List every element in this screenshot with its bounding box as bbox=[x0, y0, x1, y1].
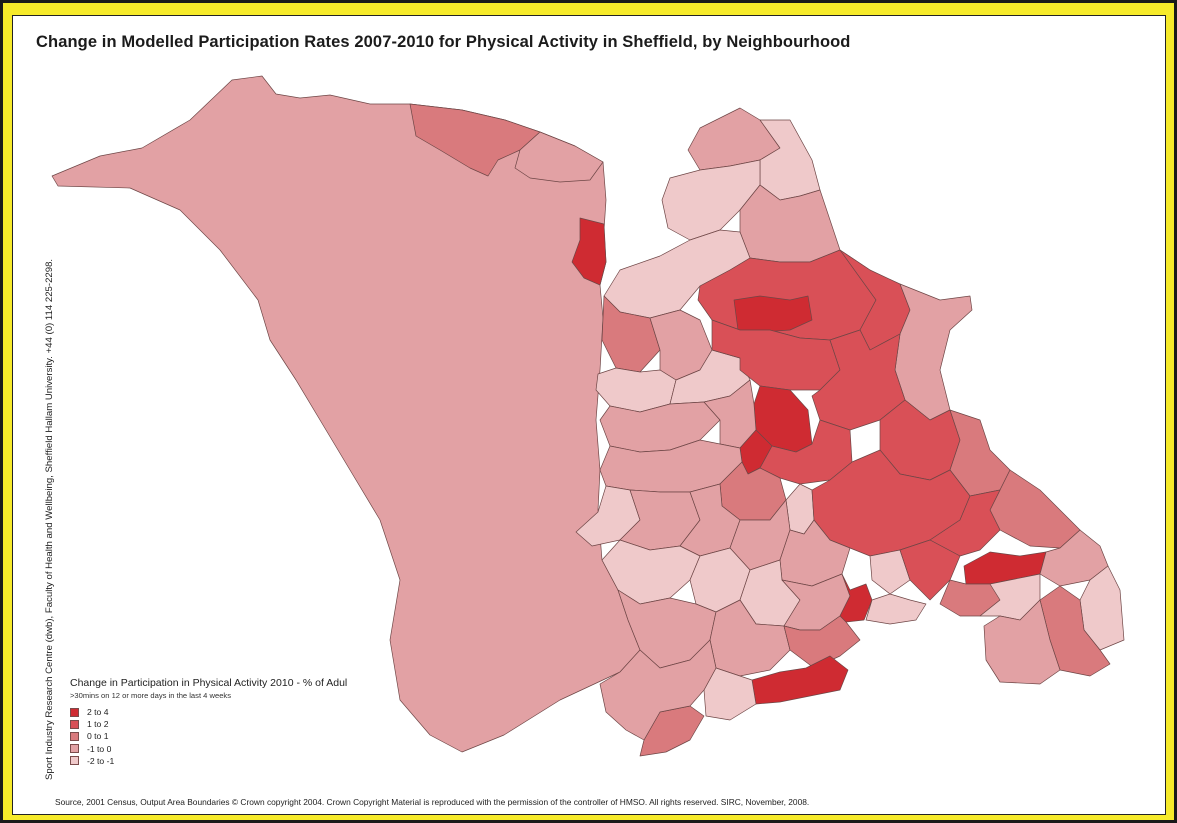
legend-swatch-0-to-1 bbox=[70, 731, 79, 741]
side-credit: Sport Industry Research Centre (dwb), Fa… bbox=[44, 258, 55, 780]
legend-label-1-to-2: 1 to 2 bbox=[87, 719, 109, 730]
legend-class-2-to-4: 2 to 4 bbox=[70, 706, 347, 718]
legend-label-minus2-to-minus1: -2 to -1 bbox=[87, 755, 115, 766]
legend-swatch-minus1-to-0 bbox=[70, 744, 79, 754]
legend-label-2-to-4: 2 to 4 bbox=[87, 707, 109, 718]
neighbourhood-ne-2[interactable] bbox=[759, 119, 821, 201]
legend-class-minus2-to-minus1: -2 to -1 bbox=[70, 755, 347, 767]
legend-title: Change in Participation in Physical Acti… bbox=[70, 677, 348, 689]
legend-class-minus1-to-0: -1 to 0 bbox=[70, 743, 347, 755]
neighbourhood-far-east-4[interactable] bbox=[983, 599, 1061, 685]
neighbourhood-s-12[interactable] bbox=[783, 615, 861, 669]
map-legend: Change in Participation in Physical Acti… bbox=[70, 677, 347, 767]
neighbourhood-wc-1[interactable] bbox=[601, 295, 661, 373]
legend-class-0-to-1: 0 to 1 bbox=[70, 730, 347, 742]
legend-class-list: 2 to 4 1 to 2 0 to 1 -1 to 0 -2 to -1 bbox=[70, 706, 347, 767]
neighbourhood-north-b[interactable] bbox=[514, 131, 604, 183]
legend-label-0-to-1: 0 to 1 bbox=[87, 731, 109, 742]
legend-class-1-to-2: 1 to 2 bbox=[70, 718, 347, 730]
neighbourhood-se-2[interactable] bbox=[929, 489, 1001, 557]
neighbourhood-s-2[interactable] bbox=[869, 549, 911, 595]
legend-label-minus1-to-0: -1 to 0 bbox=[87, 743, 112, 754]
legend-swatch-1-to-2 bbox=[70, 719, 79, 729]
neighbourhood-s-9[interactable] bbox=[865, 593, 927, 625]
legend-swatch-2-to-4 bbox=[70, 707, 79, 717]
source-note: Source, 2001 Census, Output Area Boundar… bbox=[55, 797, 810, 807]
neighbourhood-s-15[interactable] bbox=[599, 639, 717, 741]
neighbourhood-s-13[interactable] bbox=[703, 667, 757, 721]
neighbourhood-beighton[interactable] bbox=[751, 655, 849, 705]
neighbourhood-stocksbridge-strip[interactable] bbox=[571, 217, 607, 286]
map-title: Change in Modelled Participation Rates 2… bbox=[36, 33, 851, 51]
legend-swatch-minus2-to-minus1 bbox=[70, 756, 79, 766]
neighbourhood-north-a[interactable] bbox=[409, 103, 541, 177]
legend-subtitle: >30mins on 12 or more days in the last 4… bbox=[70, 691, 232, 700]
